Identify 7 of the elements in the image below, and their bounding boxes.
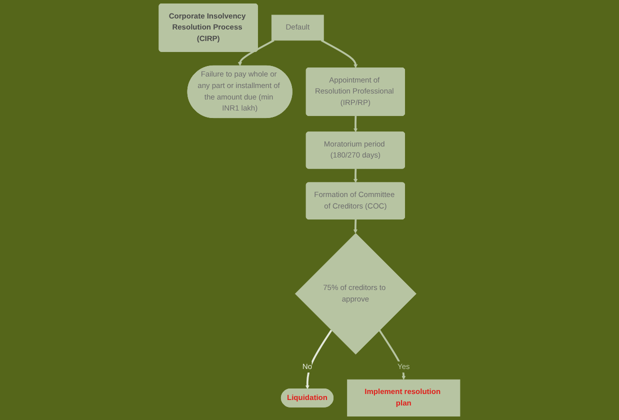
arrow [353, 219, 358, 234]
arrow [305, 330, 332, 390]
arrow [354, 168, 358, 183]
arrow [238, 40, 274, 66]
arrow [354, 116, 358, 132]
arrow [320, 40, 358, 68]
arrow [378, 330, 406, 380]
